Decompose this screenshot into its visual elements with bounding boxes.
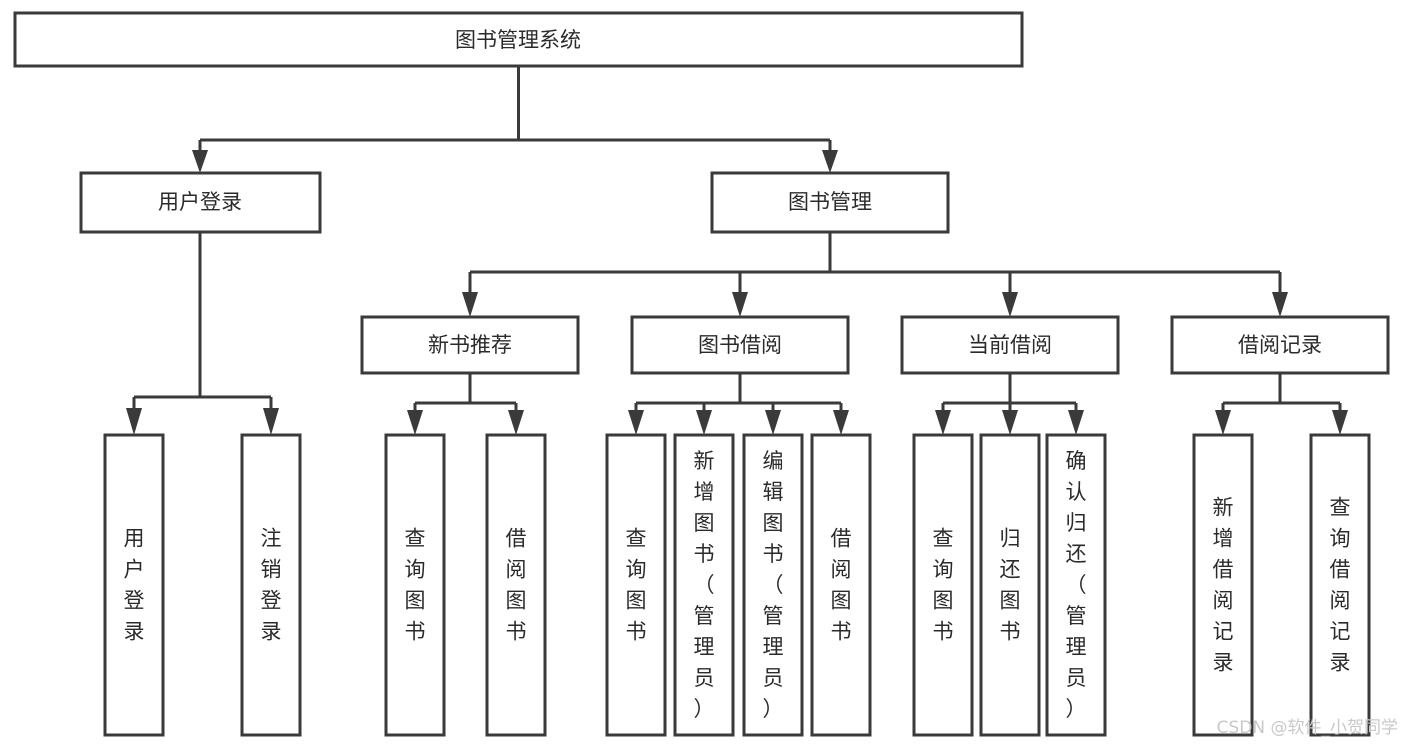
node-book-borrow-box: [630, 315, 850, 375]
node-leaf-edit-book[interactable]: 编辑图书（管理员）: [742, 433, 804, 737]
node-leaf-borrow-book-1[interactable]: 借阅图书: [485, 433, 547, 737]
arrow-head-leaf-borrow-book-1: [508, 410, 524, 435]
arrow-head-current-borrow: [1002, 292, 1018, 317]
node-leaf-add-record-label: 新增借阅记录: [1213, 496, 1234, 675]
node-book-management[interactable]: 图书管理: [710, 171, 950, 234]
node-leaf-user-logout-box: [240, 433, 302, 737]
node-leaf-query-record[interactable]: 查询借阅记录: [1309, 433, 1371, 737]
node-root-label: 图书管理系统: [455, 28, 581, 52]
node-leaf-user-login-label: 用户登录: [124, 527, 145, 644]
node-leaf-query-book-2-label: 查询图书: [626, 527, 647, 644]
node-leaf-return-book-box: [979, 433, 1041, 737]
node-leaf-query-book-1[interactable]: 查询图书: [384, 433, 446, 737]
arrow-head-book-borrow: [732, 292, 748, 317]
node-root[interactable]: 图书管理系统: [13, 11, 1024, 68]
arrow-head-leaf-borrow-book-2: [833, 410, 849, 435]
arrow-head-book-management: [822, 150, 838, 173]
arrow-head-leaf-confirm-return: [1068, 410, 1084, 435]
node-leaf-query-book-2-box: [605, 433, 667, 737]
node-leaf-add-book-label: 新增图书（管理员）: [694, 449, 715, 721]
arrow-head-leaf-query-book-2: [628, 410, 644, 435]
node-borrow-record-label: 借阅记录: [1238, 333, 1322, 357]
node-leaf-add-book-box: [673, 433, 735, 737]
node-leaf-add-record[interactable]: 新增借阅记录: [1192, 433, 1254, 737]
node-leaf-return-book-label: 归还图书: [1000, 527, 1021, 644]
node-leaf-user-logout-label: 注销登录: [261, 527, 282, 644]
node-leaf-return-book[interactable]: 归还图书: [979, 433, 1041, 737]
node-leaf-query-book-3-box: [912, 433, 974, 737]
node-book-management-label: 图书管理: [788, 190, 872, 214]
arrow-head-leaf-query-book-1: [407, 410, 423, 435]
node-leaf-edit-book-box: [742, 433, 804, 737]
node-book-borrow-label: 图书借阅: [698, 333, 782, 357]
connector-layer: [126, 66, 1348, 435]
arrow-head-leaf-query-record: [1332, 410, 1348, 435]
node-current-borrow-label: 当前借阅: [968, 333, 1052, 357]
arrow-head-leaf-add-book: [696, 410, 712, 435]
arrow-head-leaf-query-book-3: [935, 410, 951, 435]
node-user-login-box: [79, 171, 322, 234]
csdn-watermark: CSDN @软件_小贺同学: [1217, 718, 1398, 738]
node-root-box: [13, 11, 1024, 68]
node-leaf-borrow-book-1-label: 借阅图书: [506, 527, 527, 644]
node-current-borrow[interactable]: 当前借阅: [900, 315, 1120, 375]
node-leaf-confirm-return-label: 确认归还（管理员）: [1066, 449, 1087, 721]
node-leaf-query-book-1-box: [384, 433, 446, 737]
node-leaf-edit-book-label: 编辑图书（管理员）: [763, 449, 784, 721]
arrow-head-leaf-return-book: [1002, 410, 1018, 435]
node-leaf-user-logout[interactable]: 注销登录: [240, 433, 302, 737]
arrow-head-leaf-user-logout: [263, 408, 279, 435]
node-leaf-query-book-3[interactable]: 查询图书: [912, 433, 974, 737]
node-current-borrow-box: [900, 315, 1120, 375]
arrow-head-borrow-record: [1272, 292, 1288, 317]
node-user-login-label: 用户登录: [158, 190, 242, 214]
node-leaf-query-record-box: [1309, 433, 1371, 737]
node-book-borrow[interactable]: 图书借阅: [630, 315, 850, 375]
node-new-book-recommend-box: [360, 315, 580, 375]
node-leaf-borrow-book-2[interactable]: 借阅图书: [810, 433, 872, 737]
node-leaf-add-record-box: [1192, 433, 1254, 737]
node-borrow-record[interactable]: 借阅记录: [1170, 315, 1390, 375]
node-leaf-borrow-book-2-box: [810, 433, 872, 737]
arrow-head-leaf-add-record: [1215, 410, 1231, 435]
arrow-head-new-book-recommend: [462, 292, 478, 317]
node-leaf-user-login[interactable]: 用户登录: [103, 433, 165, 737]
node-leaf-confirm-return[interactable]: 确认归还（管理员）: [1045, 433, 1107, 737]
node-leaf-borrow-book-2-label: 借阅图书: [831, 527, 852, 644]
node-new-book-recommend[interactable]: 新书推荐: [360, 315, 580, 375]
arrow-head-leaf-edit-book: [765, 410, 781, 435]
node-new-book-recommend-label: 新书推荐: [428, 333, 512, 357]
node-user-login[interactable]: 用户登录: [79, 171, 322, 234]
node-leaf-user-login-box: [103, 433, 165, 737]
node-book-management-box: [710, 171, 950, 234]
node-leaf-confirm-return-box: [1045, 433, 1107, 737]
node-leaf-query-book-2[interactable]: 查询图书: [605, 433, 667, 737]
node-leaf-query-record-label: 查询借阅记录: [1330, 496, 1351, 675]
node-leaf-query-book-1-label: 查询图书: [405, 527, 426, 644]
arrow-head-leaf-user-login: [126, 408, 142, 435]
node-borrow-record-box: [1170, 315, 1390, 375]
arrow-head-user-login: [192, 150, 208, 173]
node-leaf-borrow-book-1-box: [485, 433, 547, 737]
node-leaf-query-book-3-label: 查询图书: [933, 527, 954, 644]
node-leaf-add-book[interactable]: 新增图书（管理员）: [673, 433, 735, 737]
